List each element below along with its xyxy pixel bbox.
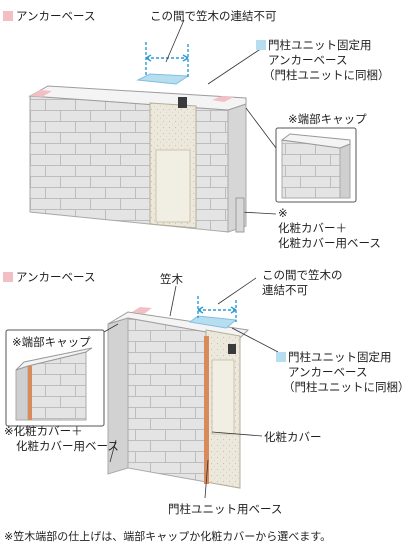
top-anchor-base-mark-2 [212, 96, 234, 102]
top-no-connect-bracket [145, 42, 189, 78]
top-gate-anchor-base [136, 73, 190, 85]
top-anchor-base-mark [30, 90, 52, 97]
bottom-cover-base-label-1: ※化粧カバー＋ [4, 424, 83, 438]
top-cover-label-1: ※ [278, 206, 288, 220]
bottom-no-connect-bracket [197, 296, 237, 322]
bottom-gate-anchor-label-2: アンカーベース [288, 365, 368, 379]
bottom-end-cap-label: ※端部キャップ [12, 335, 91, 349]
top-wall-face [29, 95, 229, 233]
top-intercom-icon [178, 97, 187, 108]
bottom-wall [5, 277, 279, 499]
top-no-connection-label: この間で笠木の連結不可 [150, 9, 277, 23]
bottom-anchor-base-mark [132, 307, 152, 314]
bottom-gate-unit-base-label: 門柱ユニット用ベース [168, 502, 283, 516]
bottom-coping-label: 笠木 [160, 272, 183, 286]
top-gate-anchor-label-3: （門柱ユニットに同梱） [263, 68, 390, 82]
top-wall [28, 19, 357, 233]
bottom-cover-label: 化粧カバー [264, 430, 322, 444]
top-gate-anchor-label-2: アンカーベース [268, 53, 348, 67]
bottom-anchor-base-label: アンカーベース [16, 270, 96, 284]
bottom-gate-panel [211, 359, 235, 435]
top-cover-label-3: 化粧カバー用ベース [278, 236, 381, 250]
top-gate-anchor-label-1: 門柱ユニット固定用 [268, 38, 372, 52]
top-anchor-base-label: アンカーベース [16, 9, 96, 23]
footnote: ※笠木端部の仕上げは、端部キャップか化粧カバーから選べます。 [4, 530, 332, 543]
top-gate-anchor-swatch [256, 40, 266, 50]
bottom-cover-base-label-2: 化粧カバー用ベース [16, 439, 119, 453]
bottom-no-connection-label-1: この間で笠木の [262, 268, 343, 282]
top-anchor-base-swatch [3, 11, 13, 21]
top-gate-lower-panel [155, 149, 191, 223]
bottom-gate-anchor-label-3: （門柱ユニットに同梱） [283, 380, 410, 394]
bottom-no-connection-label-2: 連結不可 [262, 283, 308, 297]
bottom-intercom-icon [228, 344, 236, 354]
top-end-cap-label: ※端部キャップ [288, 112, 367, 126]
top-cover-label-2: 化粧カバー＋ [278, 221, 347, 235]
bottom-cover-strip [204, 336, 209, 484]
bottom-anchor-base-swatch [3, 272, 13, 282]
bottom-gate-anchor-swatch [276, 352, 286, 362]
bottom-gate-anchor-label-1: 門柱ユニット固定用 [288, 350, 392, 364]
